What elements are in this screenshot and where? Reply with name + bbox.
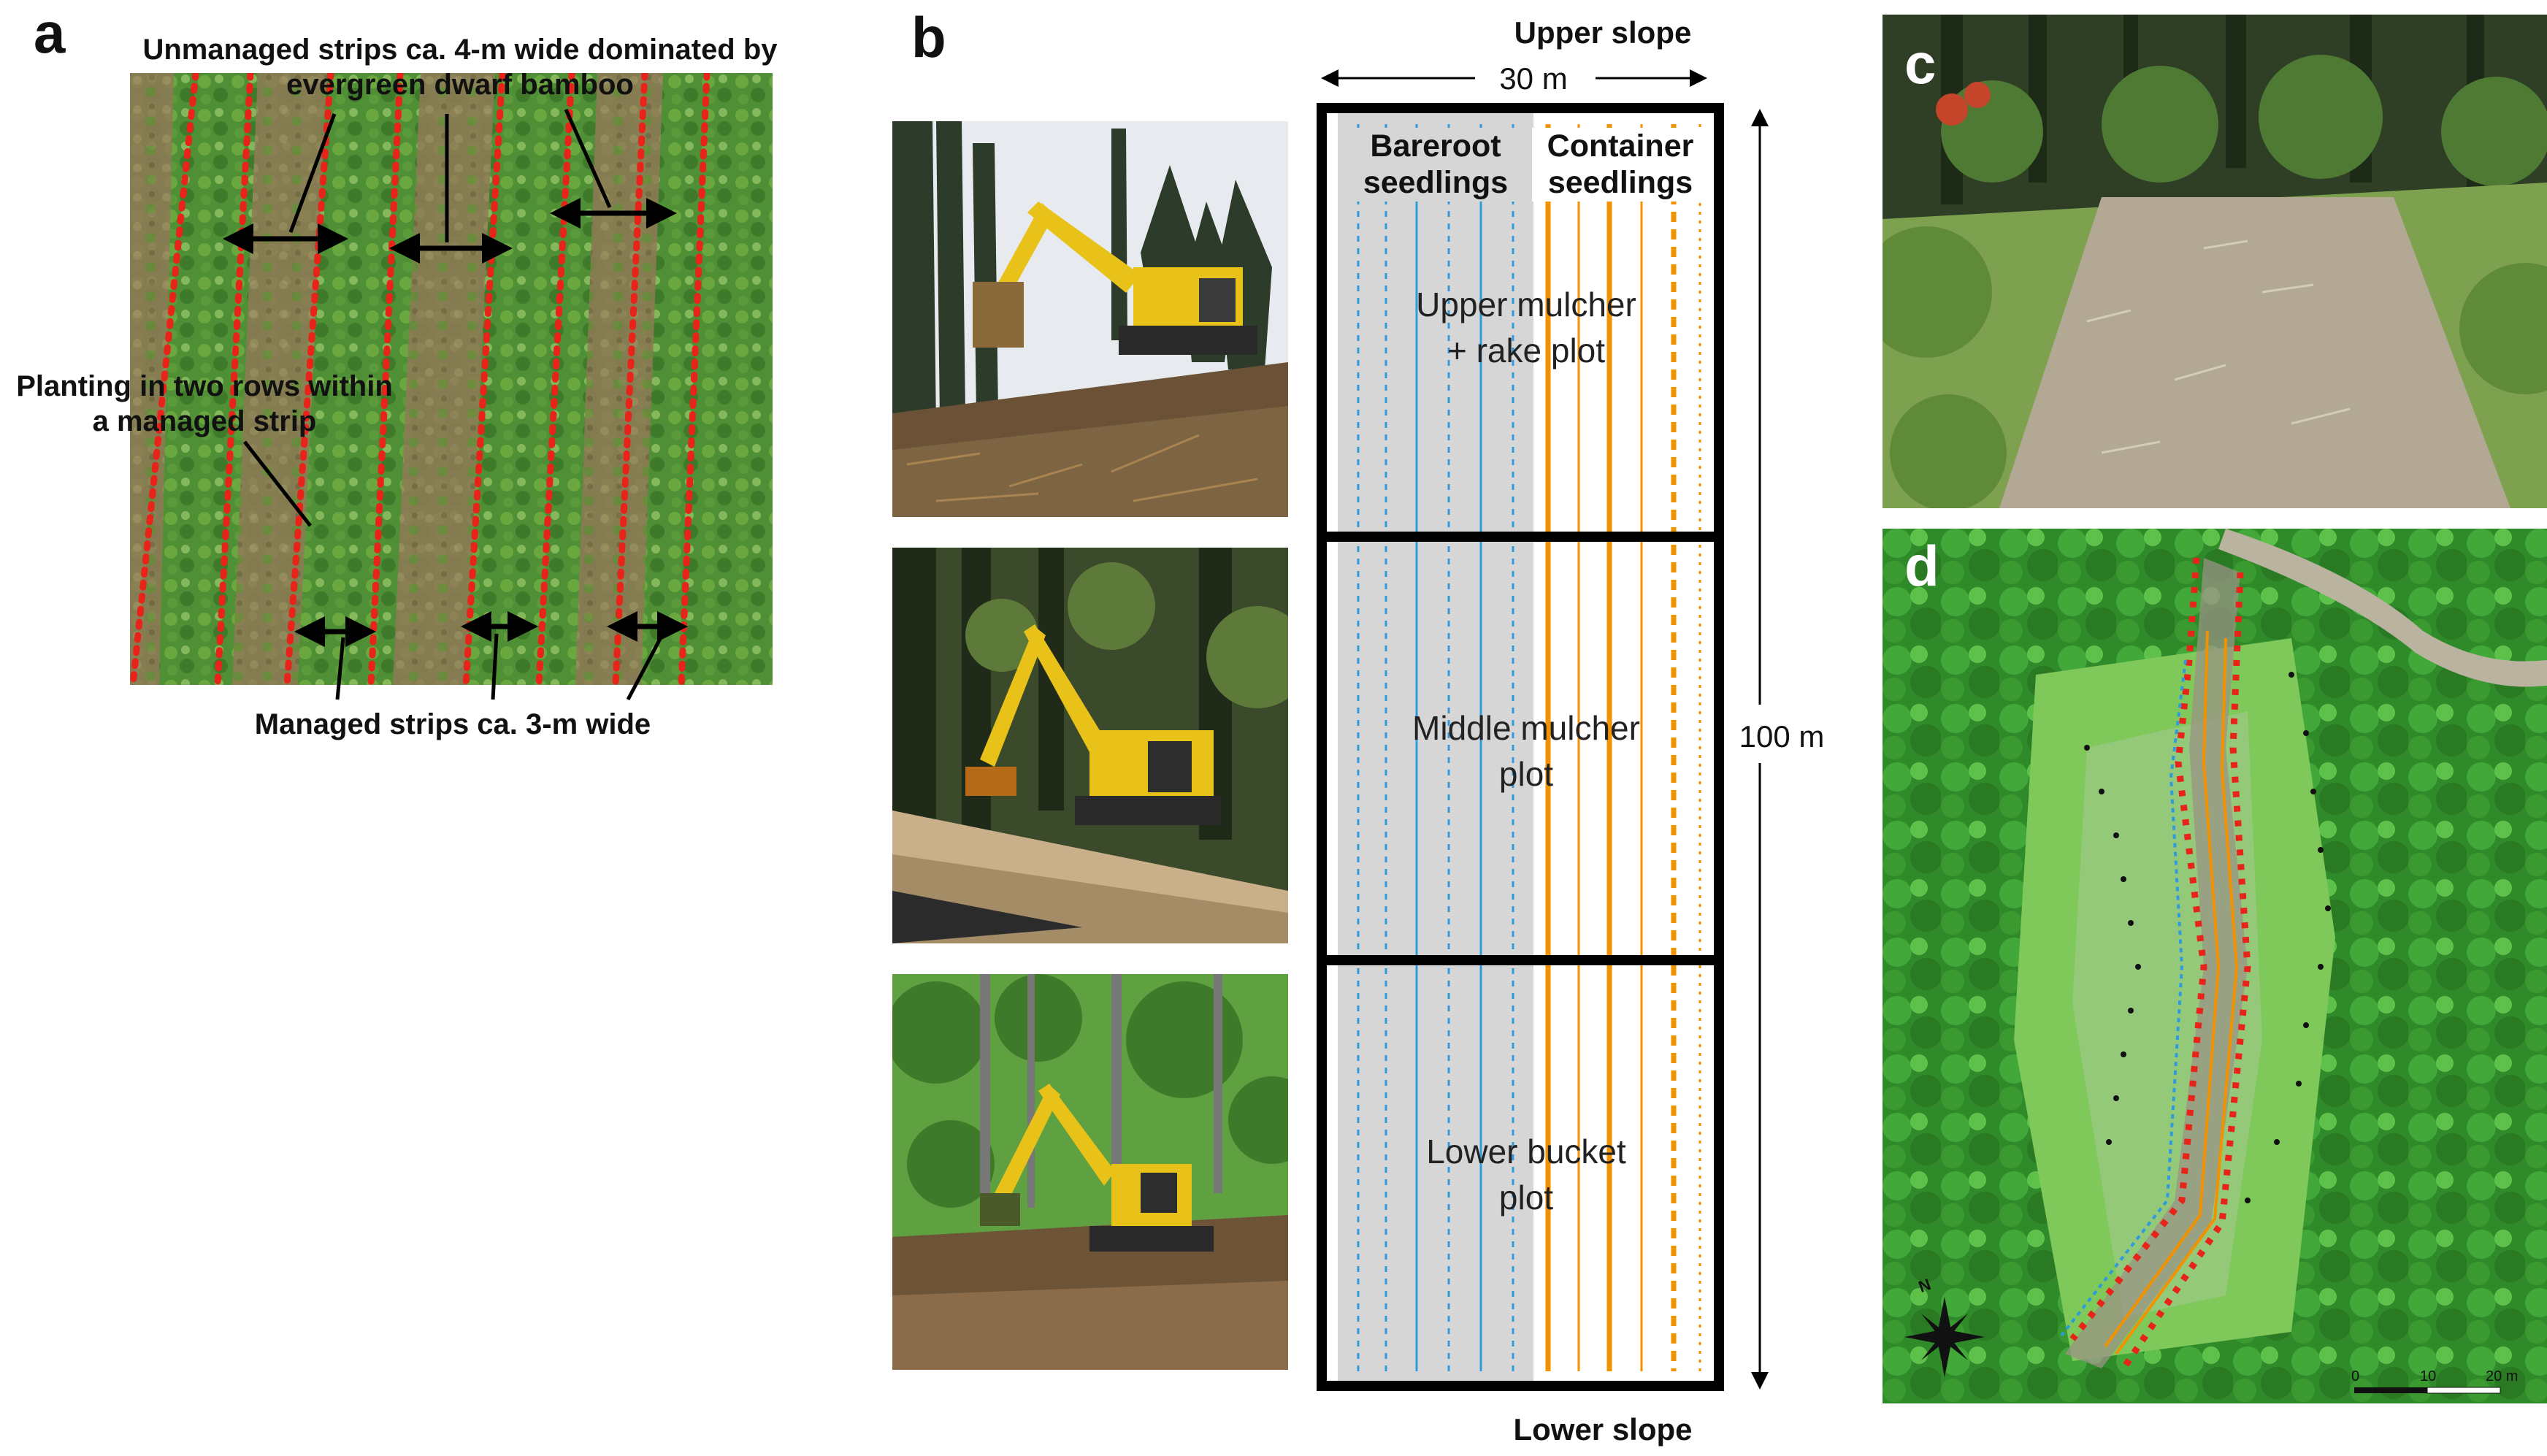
scale-tick-10: 10 (2420, 1368, 2437, 1384)
panel-a-letter: a (34, 1, 66, 65)
unmanaged-strips-label: Unmanaged strips ca. 4-m wide dominated … (142, 34, 778, 101)
managed-leader-2 (491, 633, 499, 700)
excavator-photo-upper (892, 121, 1288, 517)
unmanaged-leader-3 (564, 108, 612, 209)
bareroot-shaded-area (1338, 110, 1533, 1384)
scale-bar (2354, 1387, 2501, 1394)
upper-slope-label: Upper slope (1514, 15, 1692, 50)
excavator-photo-middle (892, 548, 1288, 943)
plot-upper-label: Upper mulcher + rake plot (1416, 286, 1636, 370)
plot-middle-label: Middle mulcher plot (1412, 709, 1640, 794)
plot-lower-label: Lower bucket plot (1426, 1133, 1626, 1217)
managed-strips-label: Managed strips ca. 3-m wide (254, 708, 651, 740)
panel-c-letter: c (1904, 31, 1937, 96)
height-dimension-label: 100 m (1739, 719, 1825, 754)
panel-d-aerial-photo (1883, 529, 2547, 1403)
excavator-photo-lower (892, 974, 1288, 1370)
panel-b-letter: b (911, 5, 946, 69)
panel-d-letter: d (1904, 534, 1939, 598)
planting-leader (243, 440, 312, 527)
panel-a-arrows (223, 108, 688, 701)
panel-a-aerial-photo (130, 73, 773, 685)
scale-tick-0: 0 (2351, 1368, 2360, 1384)
plot-diagram (1317, 69, 1769, 1391)
panel-c-site-photo (1883, 15, 2547, 508)
managed-leader-1 (335, 637, 345, 700)
unmanaged-leader-1 (288, 113, 337, 233)
width-dimension-label: 30 m (1499, 61, 1568, 96)
plot-frame (1317, 103, 1724, 1391)
lower-slope-label: Lower slope (1513, 1412, 1693, 1447)
bareroot-seedlings-label: Bareroot seedlings (1352, 128, 1519, 202)
scale-tick-20: 20 m (2486, 1368, 2519, 1384)
north-arrow-icon (1904, 1297, 1985, 1377)
planting-rows-label: Planting in two rows within a managed st… (16, 370, 393, 437)
managed-leader-3 (626, 636, 663, 701)
container-seedlings-label: Container seedlings (1532, 128, 1709, 202)
